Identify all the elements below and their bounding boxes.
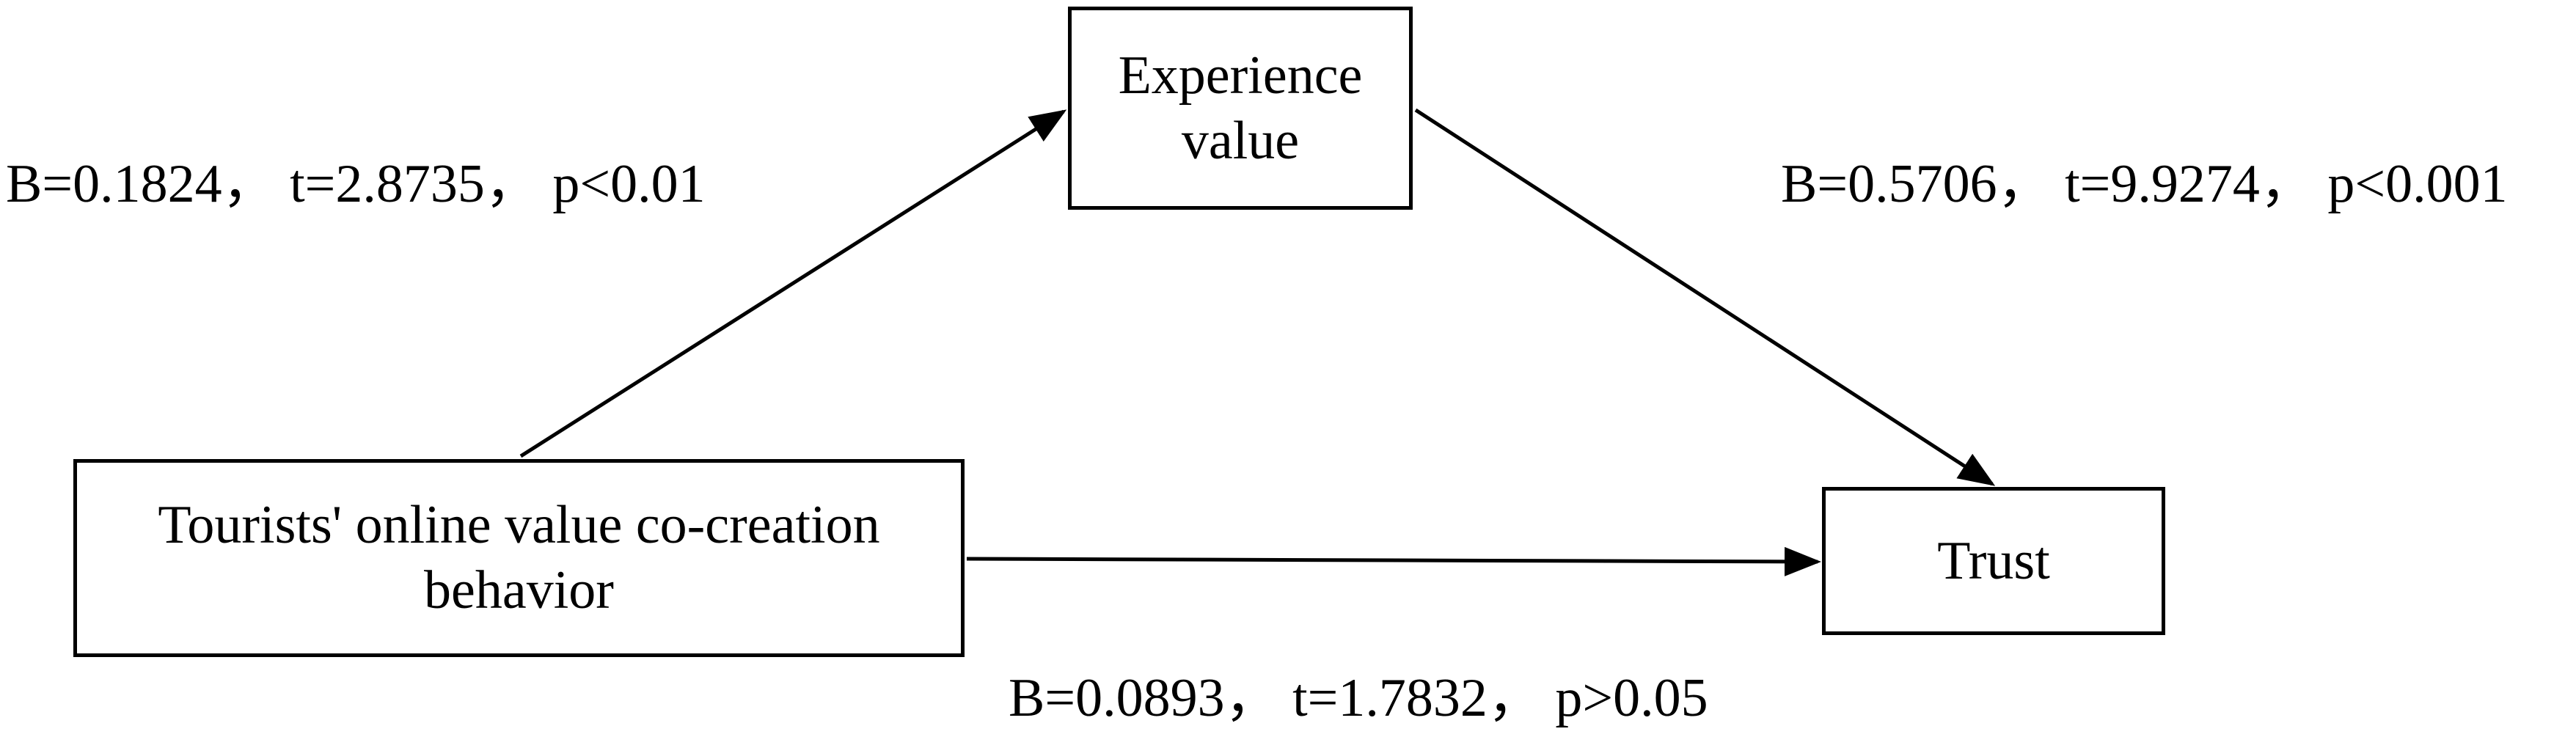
node-label-line: Tourists' online value co-creation bbox=[158, 495, 880, 556]
arrow-mediator-to-target bbox=[1414, 108, 1996, 486]
node-experience-value: Experience value bbox=[1068, 7, 1413, 210]
edge-label-mediator-to-target: B=0.5706， t=9.9274， p<0.001 bbox=[1781, 154, 2508, 214]
node-label-line: value bbox=[1181, 110, 1300, 171]
node-label-line: Trust bbox=[1937, 530, 2050, 591]
edge-label-source-to-mediator: B=0.1824， t=2.8735， p<0.01 bbox=[6, 154, 706, 214]
arrow-source-to-mediator bbox=[519, 109, 1067, 458]
node-trust: Trust bbox=[1822, 487, 2165, 635]
edge-label-source-to-target: B=0.0893， t=1.7832， p>0.05 bbox=[1009, 668, 1708, 728]
arrow-source-to-target bbox=[966, 546, 1821, 576]
node-label-line: Experience bbox=[1118, 45, 1363, 106]
node-label-line: behavior bbox=[424, 560, 614, 620]
node-co-creation-behavior: Tourists' online value co-creation behav… bbox=[73, 459, 965, 657]
